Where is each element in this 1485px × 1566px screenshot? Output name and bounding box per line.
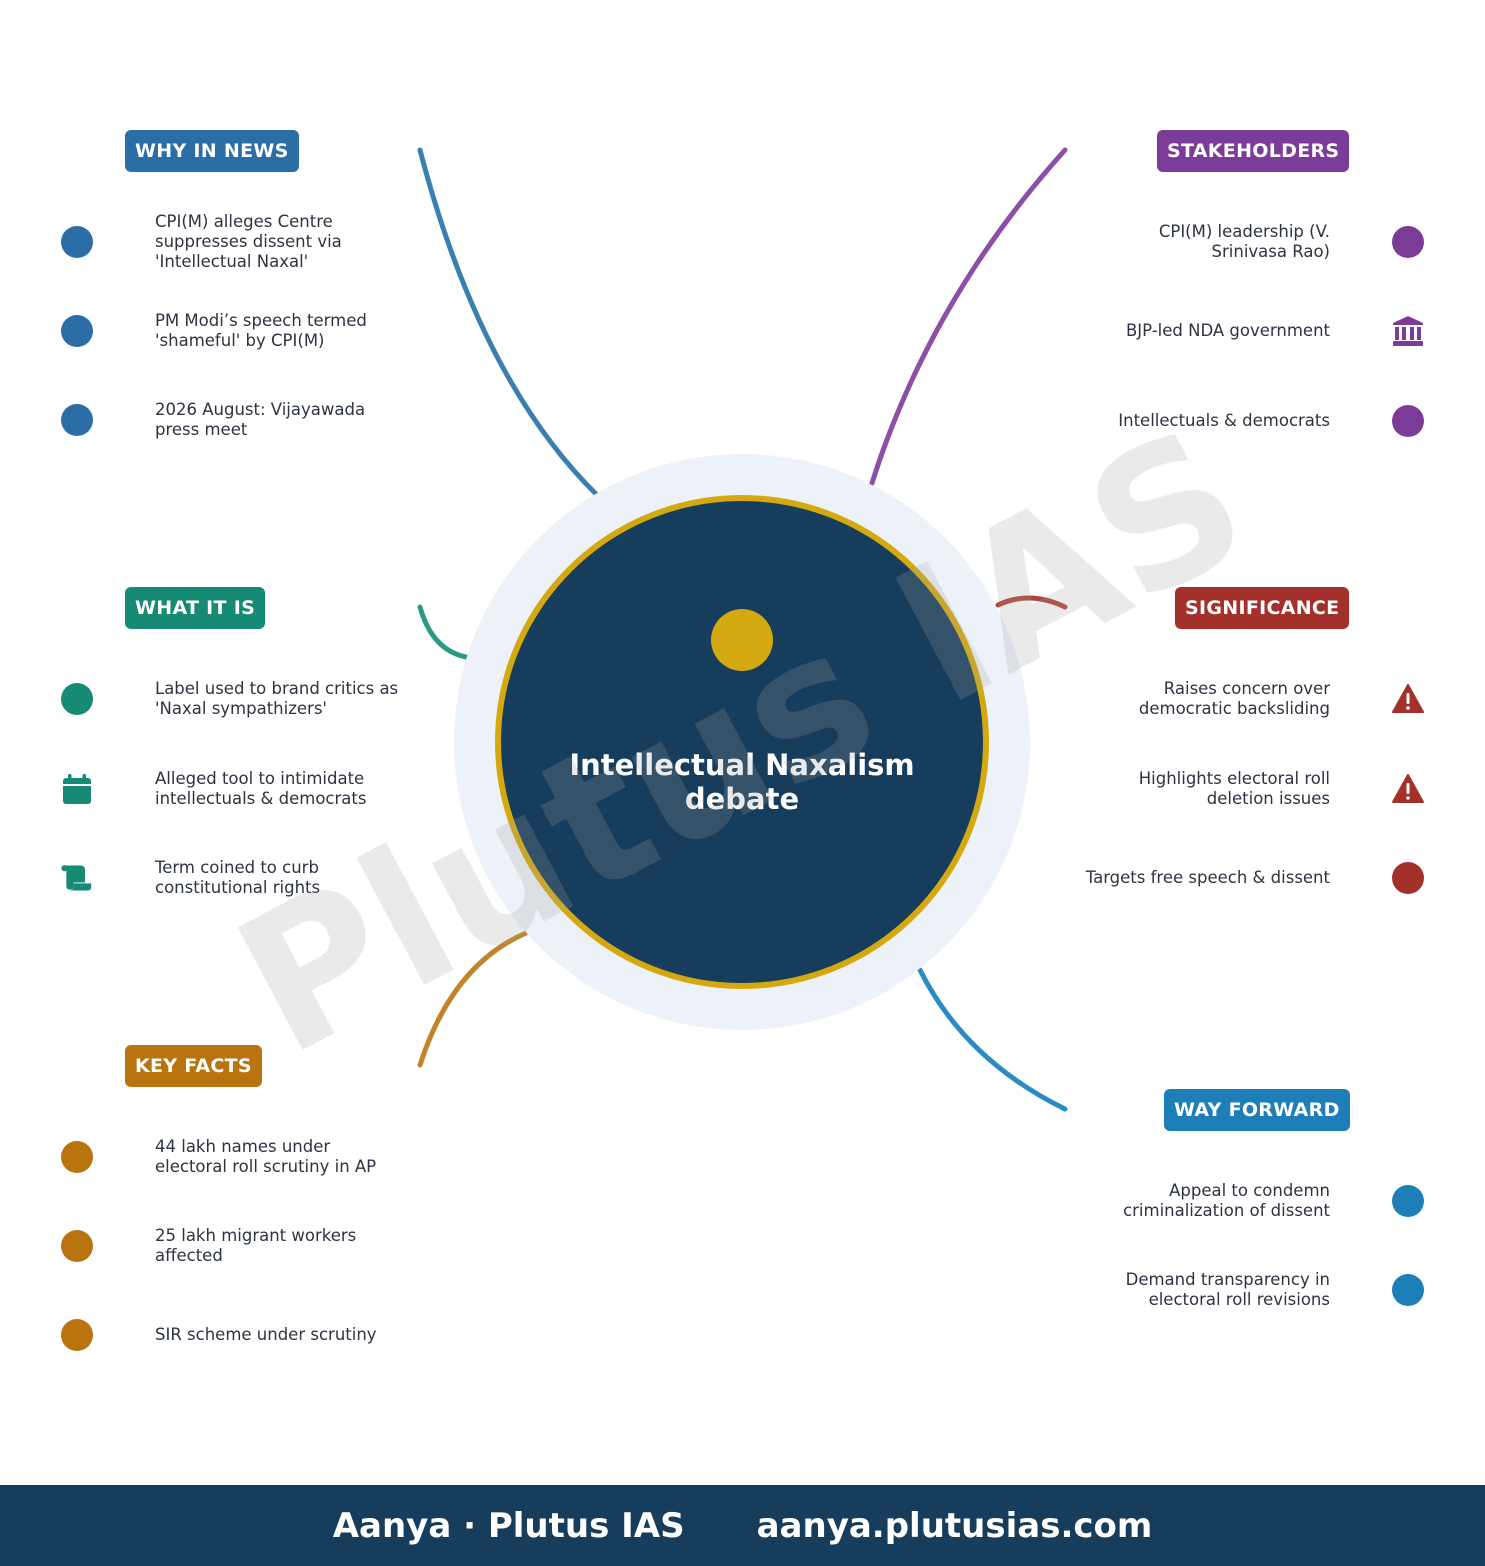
what-item-2-text: Alleged tool to intimidate intellectuals… xyxy=(155,769,367,808)
wayforward-item-2-text: Demand transparency in electoral roll re… xyxy=(1125,1270,1330,1309)
facts-item-1-dot-icon xyxy=(61,1141,93,1173)
stakeholders-item-3-text: Intellectuals & democrats xyxy=(1118,411,1330,430)
badge-way-forward: WAY FORWARD xyxy=(1164,1089,1350,1131)
stakeholders-item-1-text: CPI(M) leadership (V. Srinivasa Rao) xyxy=(1158,222,1330,261)
significance-item-3-dot-icon xyxy=(1392,862,1424,894)
footer-url[interactable]: aanya.plutusias.com xyxy=(756,1505,1153,1546)
significance-item-2-text: Highlights electoral roll deletion issue… xyxy=(1138,769,1330,808)
footer-brand: Aanya · Plutus IAS xyxy=(332,1505,685,1546)
stakeholders-item-2-text: BJP-led NDA government xyxy=(1125,321,1330,340)
badge-stakeholders: STAKEHOLDERS xyxy=(1157,130,1350,172)
wayforward-item-1-dot-icon xyxy=(1392,1185,1424,1217)
badge-key-facts: KEY FACTS xyxy=(125,1045,262,1087)
connector-way-forward xyxy=(917,967,1068,1112)
connector-what-it-is xyxy=(417,604,469,660)
what-item-1-dot-icon xyxy=(61,683,93,715)
center-node xyxy=(495,495,989,989)
badge-what-it-is: WHAT IT IS xyxy=(125,587,266,629)
center-title: Intellectual Naxalism debate xyxy=(569,748,915,816)
facts-item-2-text: 25 lakh migrant workers affected xyxy=(155,1226,357,1265)
government-building-icon xyxy=(1392,315,1424,347)
stakeholders-item-1-dot-icon xyxy=(1392,226,1424,258)
facts-item-3-dot-icon xyxy=(61,1319,93,1351)
facts-item-2-dot-icon xyxy=(61,1230,93,1262)
significance-item-1-text: Raises concern over democratic backslidi… xyxy=(1138,679,1330,718)
connector-why-in-news xyxy=(417,147,600,498)
connector-significance xyxy=(995,595,1068,610)
badge-significance: SIGNIFICANCE xyxy=(1175,587,1350,629)
badge-why-in-news: WHY IN NEWS xyxy=(125,130,299,172)
warning-icon xyxy=(1392,683,1424,715)
why-item-1-dot-icon xyxy=(61,226,93,258)
calendar-icon xyxy=(61,773,93,805)
what-item-1-text: Label used to brand critics as 'Naxal sy… xyxy=(155,679,399,718)
facts-item-1-text: 44 lakh names under electoral roll scrut… xyxy=(155,1137,377,1176)
why-item-2-dot-icon xyxy=(61,315,93,347)
why-item-3-dot-icon xyxy=(61,404,93,436)
what-item-3-text: Term coined to curb constitutional right… xyxy=(155,858,321,897)
stakeholders-item-3-dot-icon xyxy=(1392,405,1424,437)
significance-item-3-text: Targets free speech & dissent xyxy=(1085,868,1330,887)
mindmap-canvas xyxy=(417,147,1068,1112)
warning-icon xyxy=(1392,773,1424,805)
scroll-icon xyxy=(61,862,93,894)
why-item-3-text: 2026 August: Vijayawada press meet xyxy=(155,400,366,439)
footer: Aanya · Plutus IAS aanya.plutusias.com xyxy=(0,1485,1485,1566)
wayforward-item-1-text: Appeal to condemn criminalization of dis… xyxy=(1123,1181,1330,1220)
wayforward-item-2-dot-icon xyxy=(1392,1274,1424,1306)
why-item-2-text: PM Modi’s speech termed 'shameful' by CP… xyxy=(155,311,367,350)
connector-stakeholders xyxy=(869,147,1068,486)
center-accent-dot xyxy=(711,609,773,671)
facts-item-3-text: SIR scheme under scrutiny xyxy=(155,1325,377,1344)
connector-key-facts xyxy=(417,930,529,1068)
why-item-1-text: CPI(M) alleges Centre suppresses dissent… xyxy=(155,212,342,271)
